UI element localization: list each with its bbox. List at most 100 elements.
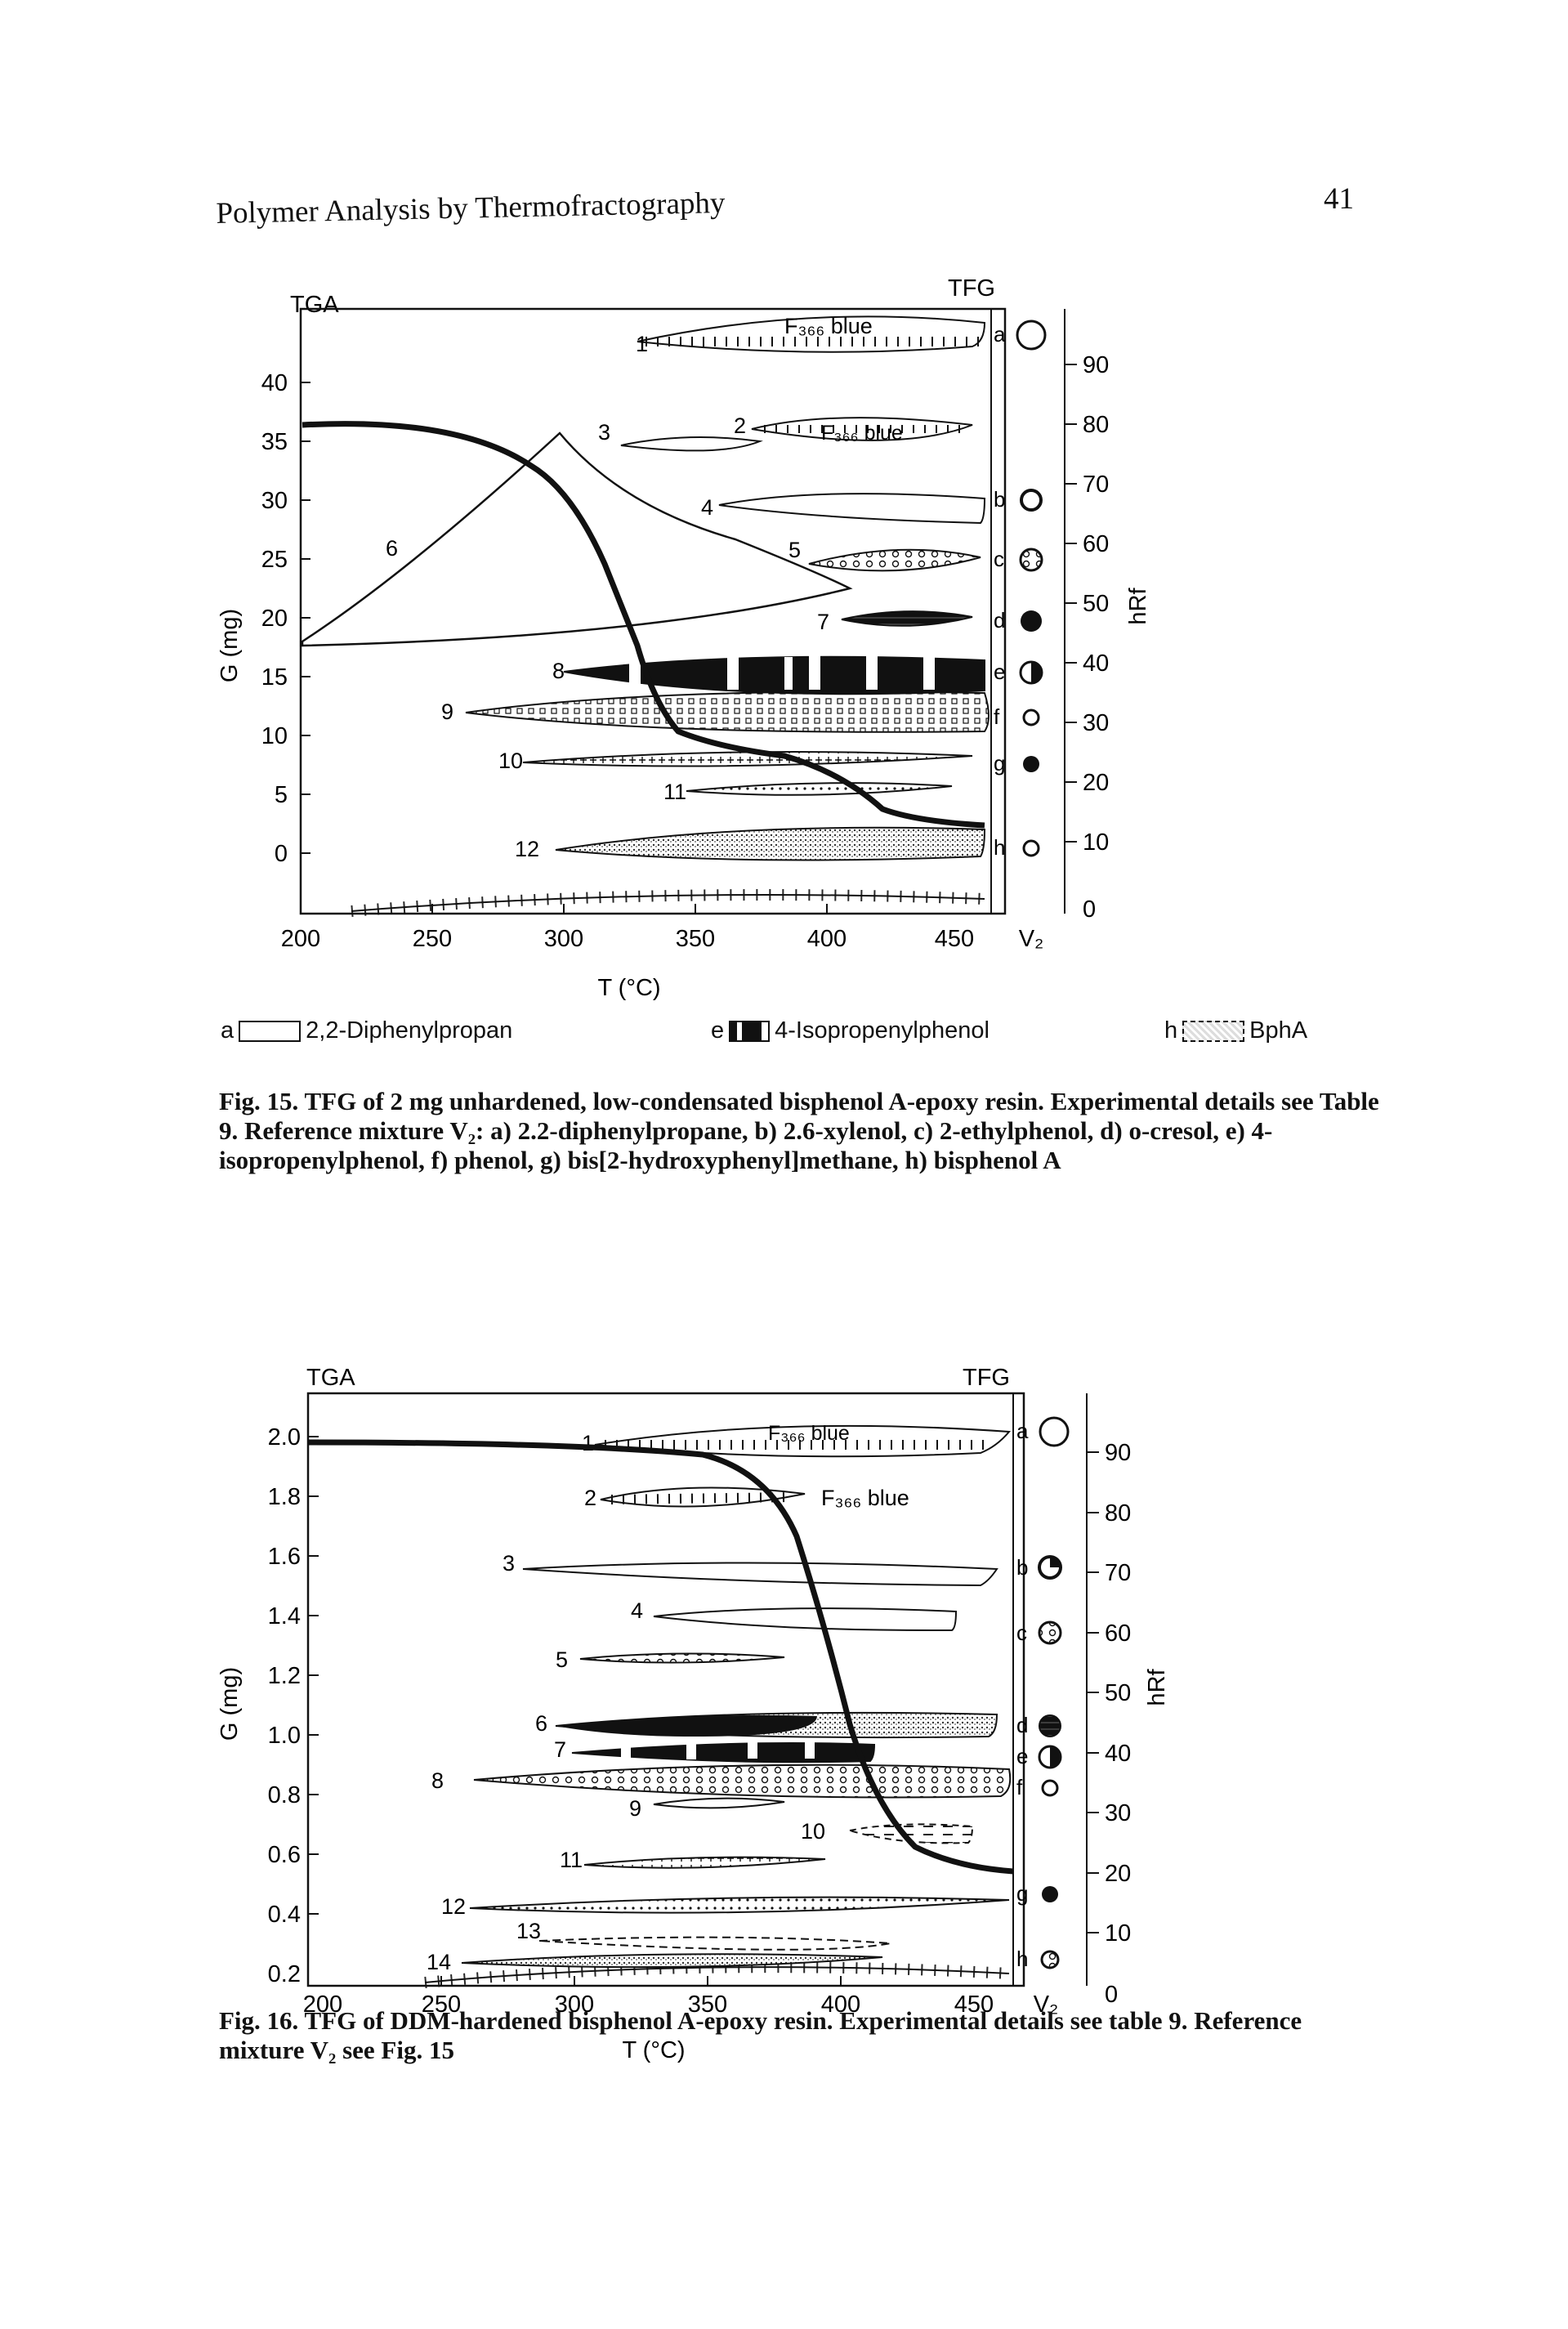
fig16-xtick: 200 — [303, 1991, 342, 2018]
fig15-left-axis-ticks — [301, 382, 310, 854]
fig16-right-axis-ticks — [1087, 1451, 1099, 1933]
fig15-y-right-label: hRf — [1125, 587, 1151, 624]
fig16-rtick: 80 — [1105, 1500, 1131, 1527]
fig15-band-2 — [751, 417, 973, 441]
legend-swatch-empty — [239, 1020, 302, 1042]
fig15-ytick: 10 — [261, 723, 288, 749]
fig15-xtick: 450 — [935, 926, 974, 952]
ref-letter: a — [1016, 1419, 1029, 1443]
fig16-rtick: 60 — [1105, 1620, 1131, 1647]
ref-letter: c — [1016, 1620, 1027, 1645]
fig16-band-num: 9 — [629, 1796, 641, 1821]
fig16-band-num: 14 — [427, 1950, 451, 1974]
legend-swatch-bars — [729, 1020, 771, 1042]
fig16-xtick: 250 — [422, 1991, 461, 2018]
legend-key: e — [711, 1017, 725, 1044]
fig16-rtick: 0 — [1105, 1982, 1118, 2008]
fig15-band-num: 10 — [498, 749, 523, 773]
fig16-xtick: 450 — [954, 1991, 994, 2018]
fig16-band-num: 6 — [535, 1711, 547, 1736]
fig16-tga-curve — [308, 1439, 1014, 1875]
ref-spot-f — [1022, 709, 1040, 726]
fig16-ytick: 0.6 — [268, 1842, 301, 1868]
fig16-band-12 — [469, 1896, 1010, 1914]
fig15-band-num: 3 — [598, 420, 610, 445]
ref-letter: e — [994, 659, 1005, 684]
fig15-plot-frame — [299, 307, 1007, 915]
fig16-f366-label-2: F₃₆₆ blue — [821, 1486, 909, 1510]
fig16-band-11 — [583, 1856, 826, 1869]
ref-spot-h — [1040, 1950, 1060, 1969]
fig15-band-12 — [555, 826, 986, 861]
fig16-ytick: 1.0 — [268, 1723, 301, 1749]
fig16-xtick: 300 — [555, 1991, 594, 2018]
fig16-band-num: 1 — [582, 1431, 594, 1455]
ref-spot-d — [1039, 1714, 1061, 1737]
ref-spot-f — [1041, 1779, 1059, 1797]
fig16-band-num: 8 — [431, 1768, 444, 1793]
legend-key: h — [1164, 1017, 1178, 1044]
ref-letter: a — [994, 322, 1006, 346]
fig15-f366-label-2: F₃₆₆ blue — [821, 422, 903, 445]
fig16-rtick: 90 — [1105, 1440, 1131, 1466]
fig16-rtick: 70 — [1105, 1560, 1131, 1586]
fig15-ytick: 5 — [275, 782, 288, 808]
fig16-xtick: 350 — [688, 1991, 727, 2018]
fig15-legend-item-a: a 2,2-Diphenylpropan — [221, 1017, 512, 1044]
fig16-ytick: 0.2 — [268, 1961, 301, 1987]
ref-letter: c — [994, 547, 1004, 571]
fig16-xtick-v2: V₂ — [1034, 1991, 1059, 2018]
legend-text: 2,2-Diphenylpropan — [306, 1017, 513, 1044]
fig16-band-num: 5 — [556, 1647, 568, 1672]
fig16-rtick: 50 — [1105, 1680, 1131, 1706]
fig16-band-5 — [579, 1652, 785, 1664]
fig15-ytick: 15 — [261, 664, 288, 691]
ref-letter: e — [1016, 1744, 1028, 1768]
fig16-tfg-label: TFG — [963, 1365, 1010, 1391]
fig16-y-right-label: hRf — [1144, 1668, 1170, 1705]
fig15-xtick: 350 — [676, 926, 715, 952]
ref-spot-g — [1023, 756, 1039, 772]
fig15-ytick: 40 — [261, 370, 288, 396]
fig16-band-num: 4 — [631, 1598, 643, 1623]
fig15-right-axis-ticks — [1064, 309, 1077, 914]
fig15-legend-item-e: e 4-Isopropenylphenol — [711, 1017, 989, 1044]
fig15-band-num: 11 — [663, 780, 686, 804]
fig15-band-num: 9 — [441, 700, 453, 724]
fig15-band-5 — [808, 548, 981, 572]
ref-letter: d — [1016, 1713, 1028, 1737]
fig16-rtick: 20 — [1105, 1861, 1131, 1887]
fig16-band-num: 12 — [441, 1894, 466, 1919]
fig15-band-num: 12 — [515, 837, 539, 861]
fig15-band-7 — [841, 610, 973, 627]
fig15-band-num: 4 — [701, 495, 713, 520]
fig15-y-left-label: G (mg) — [217, 609, 243, 682]
fig16-band-9 — [653, 1797, 785, 1809]
ref-letter: b — [994, 487, 1005, 512]
fig16-rtick: 30 — [1105, 1800, 1131, 1826]
fig16-band-8 — [473, 1764, 1012, 1799]
ref-letter: f — [994, 704, 1000, 729]
fig15-band-num: 7 — [817, 610, 829, 634]
fig16-ytick: 1.8 — [268, 1484, 301, 1510]
fig16-band-7 — [571, 1741, 876, 1764]
page-number: 41 — [1324, 182, 1354, 216]
fig15-x-label: T (°C) — [597, 975, 660, 1001]
legend-key: a — [221, 1017, 235, 1044]
fig15-ytick: 30 — [261, 488, 288, 514]
ref-spot-h — [1022, 839, 1040, 857]
fig15-rtick: 40 — [1083, 650, 1109, 677]
fig15-rtick: 50 — [1083, 591, 1109, 617]
fig15-band-3 — [620, 436, 763, 452]
fig15-tfg-label: TFG — [948, 275, 995, 302]
fig15-ytick: 35 — [261, 429, 288, 455]
fig16-y-left-label: G (mg) — [217, 1667, 243, 1741]
fig15-band-9 — [465, 691, 989, 733]
ref-spot-b — [1020, 489, 1043, 512]
fig15-xtick-v2: V₂ — [1019, 926, 1044, 952]
fig15-band-6 — [301, 431, 853, 647]
fig15-band-10 — [522, 751, 973, 767]
fig15-rtick: 90 — [1083, 352, 1109, 378]
fig15-band-4 — [718, 493, 986, 525]
